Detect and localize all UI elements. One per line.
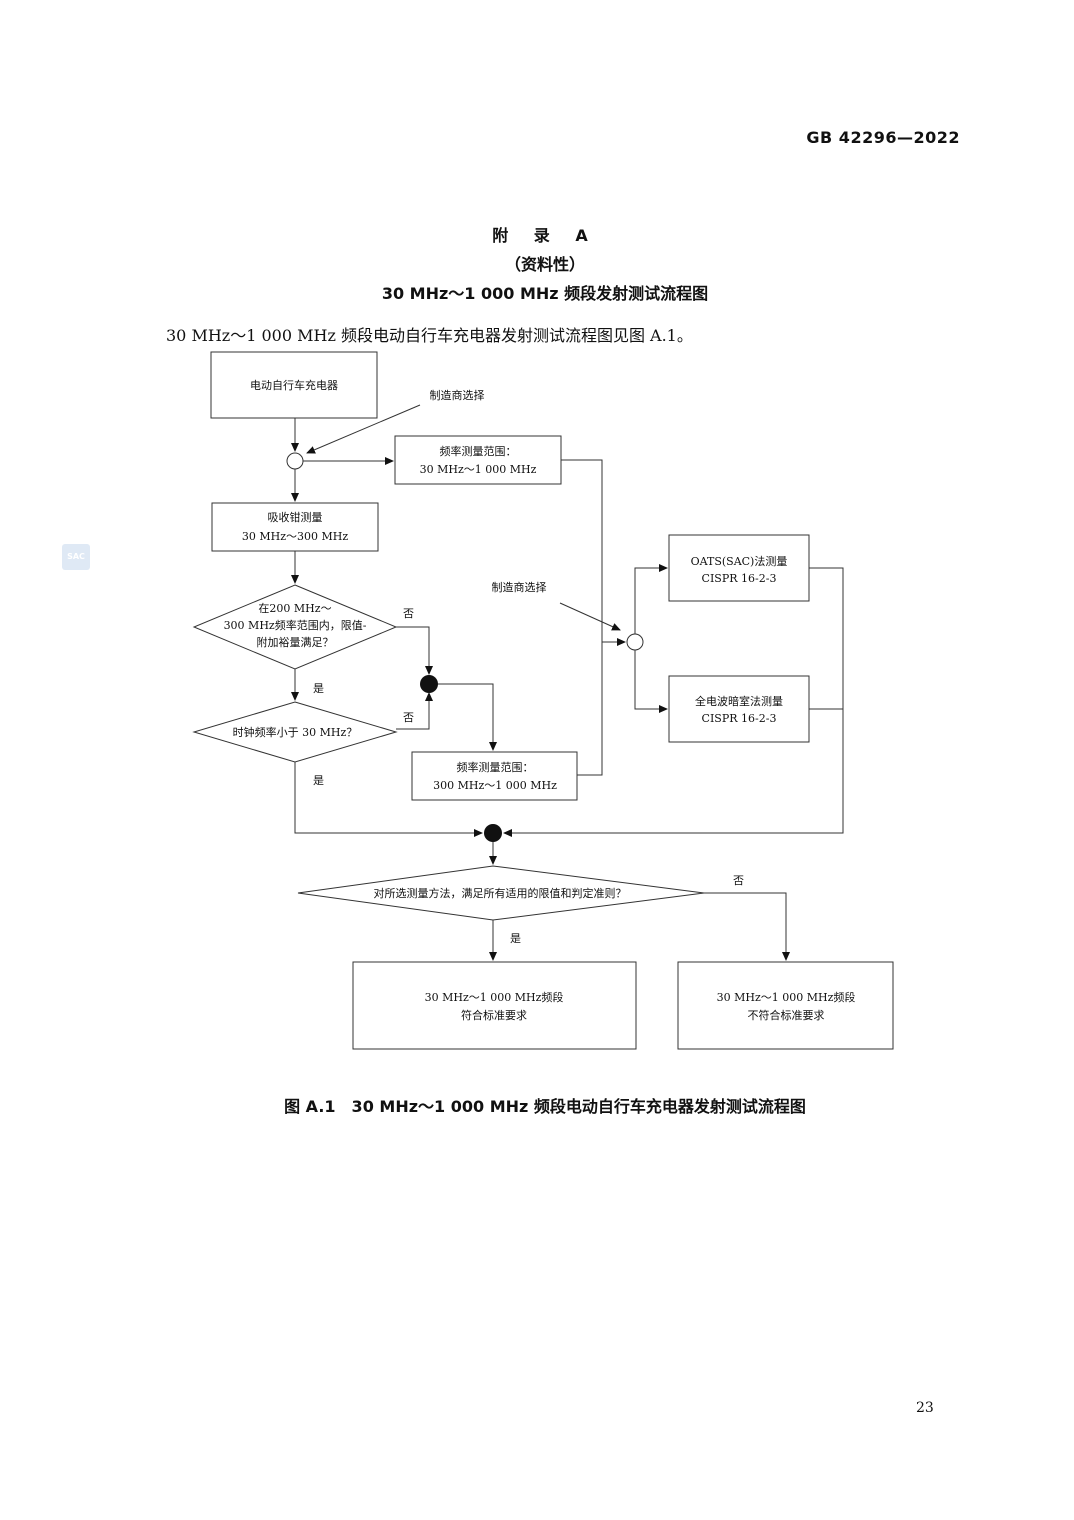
decision-2-yes-label: 是: [313, 774, 324, 787]
junction-open-1: [286, 452, 304, 470]
result-fail-line1: 30 MHz～1 000 MHz频段: [717, 990, 856, 1004]
result-pass-line1: 30 MHz～1 000 MHz频段: [425, 990, 564, 1004]
decision-1-yes-label: 是: [313, 682, 324, 695]
freq-range-2-line1: 频率测量范围：: [457, 760, 534, 774]
freq-range-2-line2: 300 MHz～1 000 MHz: [433, 779, 557, 792]
decision-1-no-label: 否: [403, 607, 414, 620]
decision-1-line1: 在200 MHz～: [258, 602, 331, 615]
decision-final-label: 对所选测量方法，满足所有适用的限值和判定准则？: [374, 886, 627, 900]
freq-range-1-line1: 频率测量范围：: [440, 444, 517, 458]
junction-filled-1: [420, 675, 438, 693]
manufacturer-choice-label-2: 制造商选择: [492, 580, 547, 594]
result-pass-line2: 符合标准要求: [461, 1008, 527, 1022]
intro-paragraph: 30 MHz～1 000 MHz 频段电动自行车充电器发射测试流程图见图 A.1…: [166, 326, 693, 345]
junction-open-2: [626, 633, 644, 651]
decision-2-label: 时钟频率小于 30 MHz？: [233, 725, 358, 739]
start-box-label: 电动自行车充电器: [250, 378, 338, 392]
sac-watermark-icon: SAC: [62, 544, 90, 570]
oats-box: [668, 534, 810, 602]
anechoic-box-line2: CISPR 16-2-3: [702, 712, 777, 725]
annex-title: 附 录 A: [492, 226, 598, 245]
result-fail-box: [677, 961, 894, 1050]
manufacturer-choice-label-1: 制造商选择: [430, 388, 485, 402]
annex-subject: 30 MHz～1 000 MHz 频段发射测试流程图: [381, 284, 709, 303]
decision-final-no-label: 否: [733, 874, 744, 887]
result-pass-box: [352, 961, 637, 1050]
decision-1-line3: 附加裕量满足？: [257, 635, 334, 649]
result-fail-line2: 不符合标准要求: [748, 1008, 825, 1022]
freq-range-box-1: [394, 435, 562, 485]
page-number: 23: [916, 1400, 934, 1416]
decision-2-no-label: 否: [403, 711, 414, 724]
annex-nature: （资料性）: [504, 255, 585, 274]
clamp-box-line1: 吸收钳测量: [268, 510, 323, 524]
start-box: [210, 351, 378, 419]
clamp-box-line2: 30 MHz～300 MHz: [242, 530, 348, 543]
anechoic-box: [668, 675, 810, 743]
standard-number: GB 42296—2022: [806, 128, 960, 147]
decision-1-line2: 300 MHz频率范围内，限值-: [224, 618, 367, 632]
oats-box-line1: OATS(SAC)法测量: [691, 554, 788, 568]
freq-range-box-2: [411, 751, 578, 801]
figure-caption: 图 A.1 30 MHz～1 000 MHz 频段电动自行车充电器发射测试流程图: [284, 1097, 806, 1116]
junction-filled-2: [484, 824, 502, 842]
freq-range-1-line2: 30 MHz～1 000 MHz: [420, 463, 537, 476]
oats-box-line2: CISPR 16-2-3: [702, 572, 777, 585]
decision-final-yes-label: 是: [510, 932, 521, 945]
anechoic-box-line1: 全电波暗室法测量: [695, 694, 783, 708]
